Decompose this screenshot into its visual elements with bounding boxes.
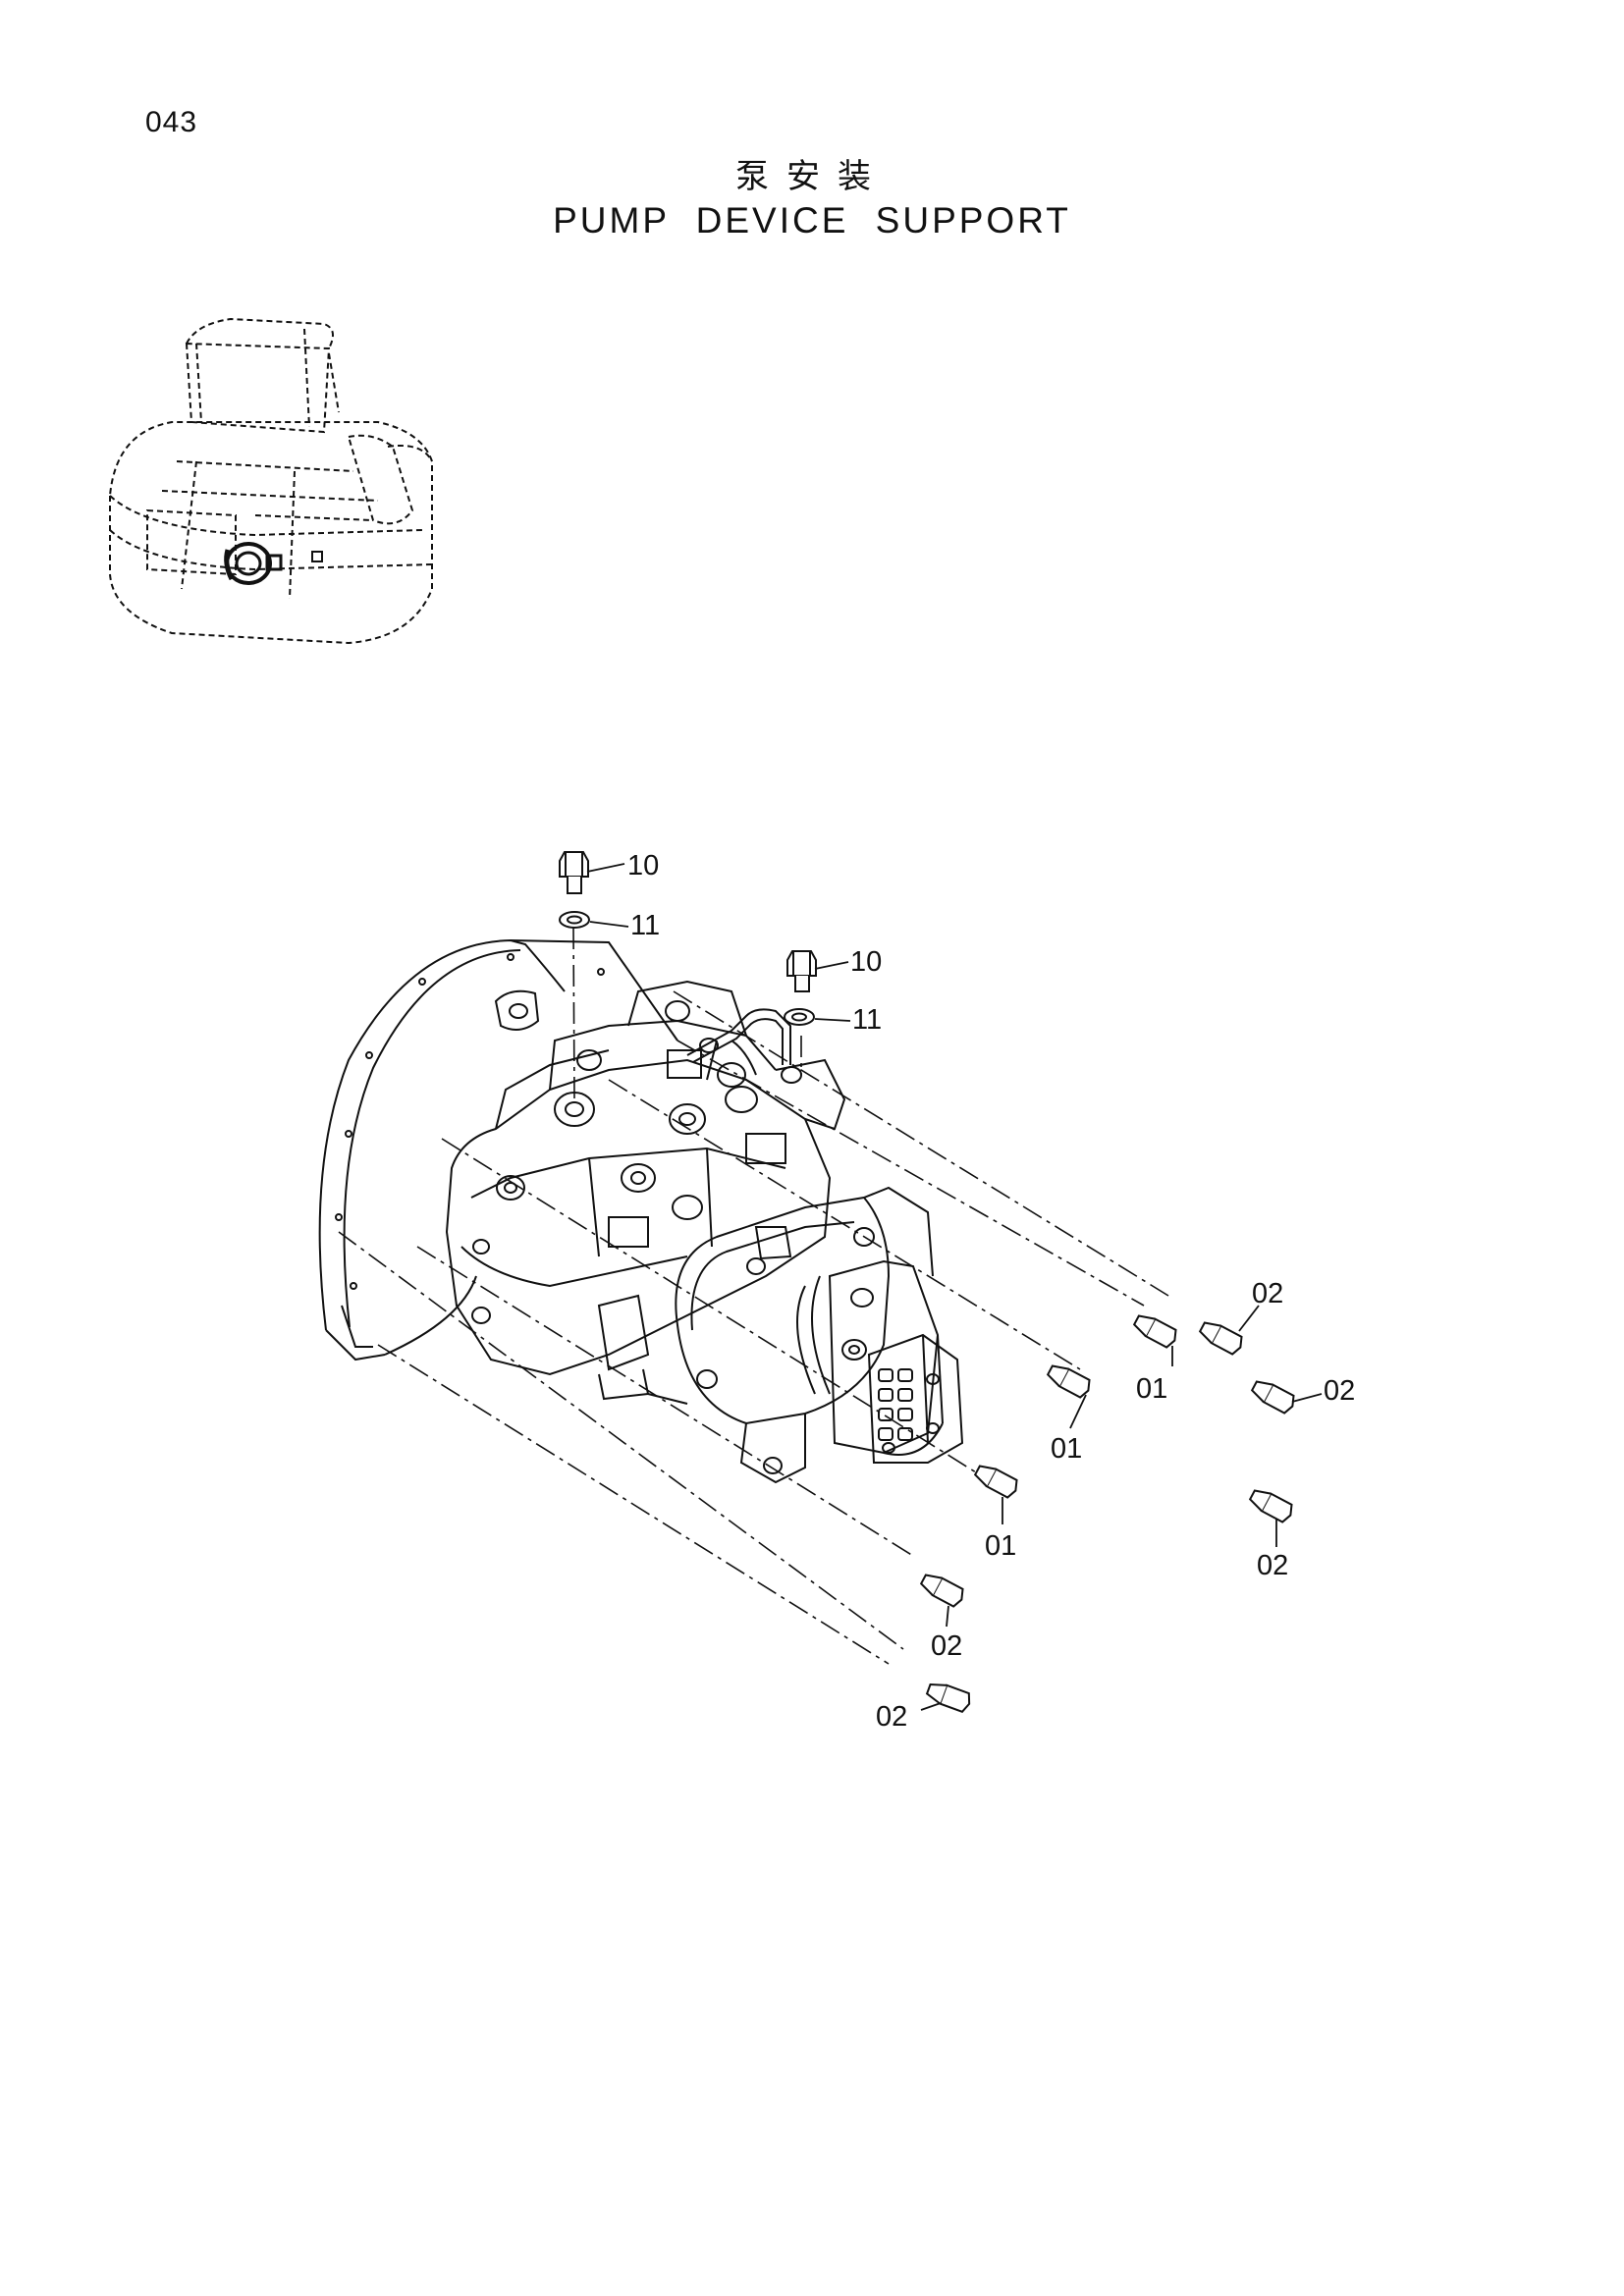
- callout-leader-lines: [586, 863, 1323, 1711]
- regulator-block: [850, 1288, 964, 1464]
- pilot-tube: [686, 1008, 802, 1088]
- callout-labels: 10 11 10 11 02 01 02 01 01 02 02 02: [627, 850, 1355, 1733]
- callout-label: 11: [852, 1004, 882, 1036]
- bolt-center-lines: [338, 927, 1169, 1665]
- callout-label: 10: [850, 946, 882, 978]
- callout-label: 02: [876, 1701, 907, 1733]
- callout-label: 01: [985, 1530, 1016, 1562]
- page-title-chinese: 泵安装: [735, 157, 889, 196]
- washer-11-top: [559, 911, 590, 929]
- page-title-english: PUMP DEVICE SUPPORT: [553, 200, 1071, 240]
- callout-label: 02: [1324, 1375, 1355, 1407]
- front-pump-section: [675, 1186, 944, 1484]
- callout-label: 01: [1136, 1373, 1167, 1405]
- pump-main-body: [445, 980, 846, 1376]
- callout-label: 02: [1252, 1278, 1283, 1309]
- bell-housing-flange: [318, 938, 678, 1362]
- hex-bolt-01-middle: [1046, 1364, 1091, 1399]
- pump-location-marker-icon: [224, 542, 323, 585]
- callout-label: 11: [630, 910, 660, 941]
- hex-bolt-02-bottom-lower: [925, 1683, 971, 1713]
- excavator-locator-icon: [109, 317, 433, 645]
- hex-bolt-02-right: [1250, 1380, 1295, 1415]
- callout-label: 02: [1257, 1550, 1288, 1581]
- hex-bolt-10-top: [559, 851, 589, 894]
- hex-bolt-02-bottom-upper: [919, 1574, 964, 1608]
- hex-bolt-10-right: [786, 950, 817, 992]
- callout-label: 01: [1051, 1433, 1082, 1465]
- hex-bolt-01-lower: [973, 1465, 1018, 1499]
- washer-11-right: [784, 1008, 815, 1026]
- hex-bolt-02-lower-right: [1248, 1489, 1293, 1523]
- callout-label: 02: [931, 1630, 962, 1662]
- page-number: 043: [145, 106, 198, 138]
- hex-bolt-01-upper: [1132, 1314, 1177, 1349]
- pump-base-bracket: [598, 1368, 688, 1405]
- callout-label: 10: [627, 850, 659, 881]
- hex-bolt-02-upper-right: [1198, 1321, 1243, 1356]
